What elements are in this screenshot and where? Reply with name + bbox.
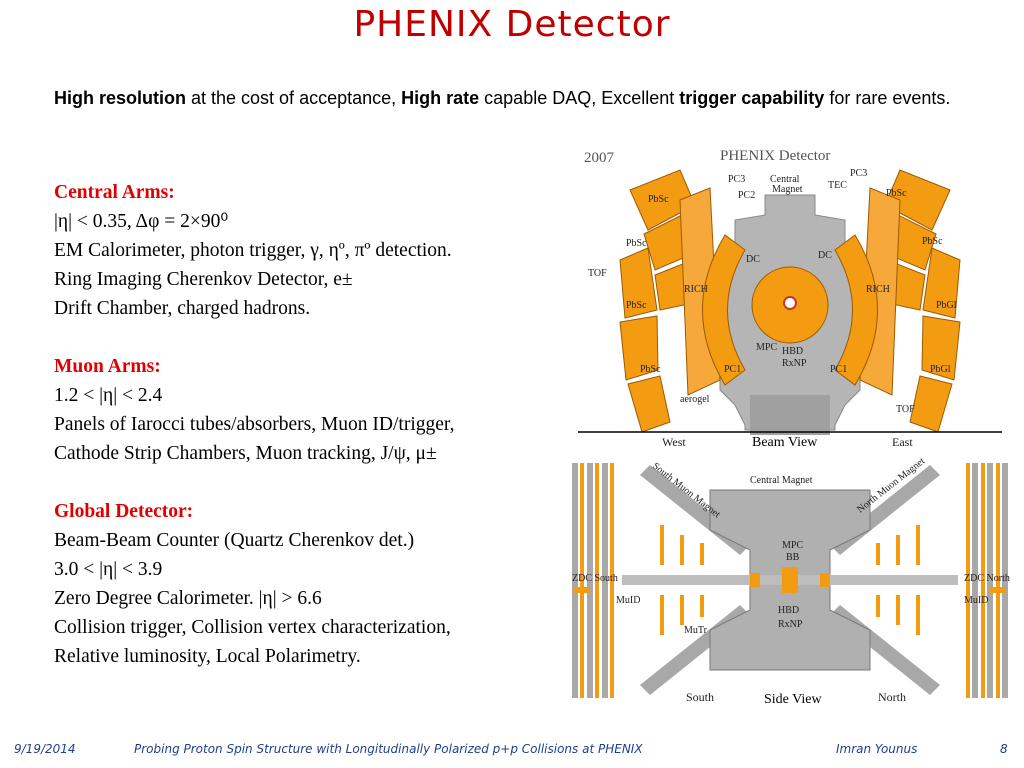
mpc-south [750,573,760,587]
label-pbsc-e2: PbSc [922,236,943,247]
label-east: East [892,435,913,449]
footer-page-number: 8 [1000,742,1008,756]
intro-part: trigger capability [679,88,825,108]
label-tof-left: TOF [588,268,607,279]
label-dc-left: DC [746,254,760,265]
section-line: 3.0 < |η| < 3.9 [54,559,163,580]
zdc-south [574,587,590,593]
muid-north [966,463,1008,698]
label-north: North [878,690,906,704]
label-pc2: PC2 [738,190,755,201]
figure-year: 2007 [584,150,615,166]
intro-part: High rate [401,88,480,108]
west-arm [619,169,721,433]
section-line: Cathode Strip Chambers, Muon tracking, J… [54,443,437,464]
section-line: Collision trigger, Collision vertex char… [54,617,451,638]
label-pbgl-e2: PbGl [930,364,951,375]
label-south: South [686,690,714,704]
central-magnet-base [750,395,830,435]
beam-pipe [783,296,797,310]
section-line: Panels of Iarocci tubes/absorbers, Muon … [54,414,455,435]
label-pbgl-e1: PbGl [936,300,957,311]
label-magnet: Magnet [772,184,803,195]
slide-footer: 9/19/2014 Probing Proton Spin Structure … [0,740,1024,760]
label-mutr: MuTr [684,625,708,636]
muid-south [572,463,614,698]
label-pbsc-w3: PbSc [626,300,647,311]
side-view-diagram: South Muon Magnet North Muon Magnet Cent… [560,455,1020,710]
label-hbd-side: HBD [778,605,799,616]
label-rxnp: RxNP [782,358,807,369]
mutr-stations [660,525,920,635]
footer-date: 9/19/2014 [14,742,76,756]
label-rxnp-side: RxNP [778,619,803,630]
label-tec: TEC [828,180,847,191]
center-detector [782,567,798,593]
section-line: |η| < 0.35, Δφ = 2×90⁰ [54,211,229,232]
intro-part: High resolution [54,88,186,108]
mpc-north [820,573,830,587]
section-line: Ring Imaging Cherenkov Detector, e± [54,269,353,290]
footer-talk-title: Probing Proton Spin Structure with Longi… [134,742,643,756]
label-pbsc-w1: PbSc [648,194,669,205]
intro-part: for rare events. [824,88,951,108]
label-mpc-side: MPC [782,540,803,551]
intro-part: capable DAQ, Excellent [479,88,680,108]
label-tof-right: TOF [896,404,915,415]
label-hbd: HBD [782,346,803,357]
label-muid-right: MuID [964,595,988,606]
detector-description: Central Arms: |η| < 0.35, Δφ = 2×90⁰ EM … [54,178,574,671]
intro-text: High resolution at the cost of acceptanc… [54,86,954,111]
label-pc1-right: PC1 [830,364,847,375]
section-heading-muon-arms: Muon Arms: [54,356,161,377]
side-view-title: Side View [764,692,823,707]
label-central-magnet: Central Magnet [750,475,813,486]
label-dc-right: DC [818,250,832,261]
label-aerogel: aerogel [680,394,710,405]
beam-view-title: Beam View [752,435,818,450]
label-bb: BB [786,552,800,563]
section-line: Zero Degree Calorimeter. |η| > 6.6 [54,588,322,609]
north-muon-magnet [830,465,940,695]
section-line: Beam-Beam Counter (Quartz Cherenkov det.… [54,530,415,551]
rich-east [834,234,878,386]
section-line: 1.2 < |η| < 2.4 [54,385,163,406]
zdc-north [990,587,1006,593]
label-central: Central [770,174,800,185]
section-heading-global-detector: Global Detector: [54,501,194,522]
label-muid-left: MuID [616,595,640,606]
label-mpc: MPC [756,342,777,353]
label-pc3-left: PC3 [728,174,745,185]
label-rich-left: RICH [684,284,708,295]
label-pc1-left: PC1 [724,364,741,375]
label-pbsc-e1: PbSc [886,188,907,199]
rich-west [702,234,746,386]
label-rich-right: RICH [866,284,890,295]
south-muon-magnet [640,465,750,695]
section-line: EM Calorimeter, photon trigger, γ, ηº, π… [54,240,452,261]
label-pc3-right: PC3 [850,168,867,179]
footer-author: Imran Younus [836,742,918,756]
figure-caption: PHENIX Detector [720,148,830,164]
slide-title: PHENIX Detector [353,4,671,45]
label-pbsc-w2: PbSc [626,238,647,249]
intro-part: at the cost of acceptance, [186,88,402,108]
section-line: Drift Chamber, charged hadrons. [54,298,311,319]
label-pbsc-w4: PbSc [640,364,661,375]
beam-view-diagram: 2007 PHENIX Detector PC3 PC2 Central Mag… [560,140,1020,450]
label-west: West [662,435,686,449]
section-line: Relative luminosity, Local Polarimetry. [54,646,361,667]
section-heading-central-arms: Central Arms: [54,182,175,203]
label-zdc-south: ZDC South [572,573,618,584]
label-zdc-north: ZDC North [964,573,1010,584]
